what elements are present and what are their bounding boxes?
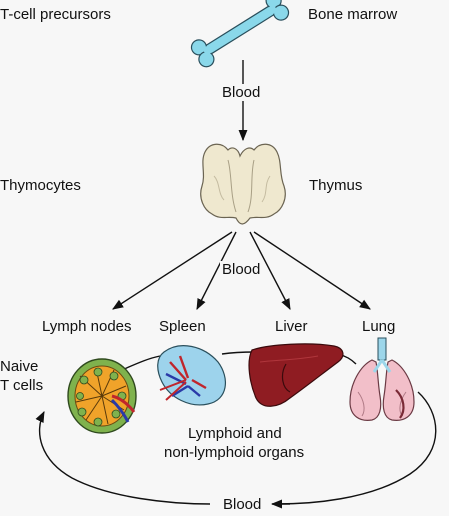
label-blood-bottom: Blood [221, 496, 264, 513]
label-naive-line1: Naive [0, 358, 39, 375]
label-spleen: Spleen [159, 318, 206, 335]
label-lung: Lung [362, 318, 396, 335]
lung-icon [349, 337, 415, 421]
label-tcell-precursors: T-cell precursors [0, 6, 111, 23]
arrow-thymus-to-lymph-nodes [112, 231, 233, 310]
bone-icon [190, 0, 290, 68]
label-thymocytes: Thymocytes [0, 177, 81, 194]
label-blood-top: Blood [220, 84, 263, 101]
lymph-node-icon [67, 358, 137, 434]
spleen-icon [157, 345, 226, 406]
label-bone-marrow: Bone marrow [308, 6, 398, 23]
recirculation-path [121, 351, 437, 505]
recirculation-path-left [35, 410, 211, 505]
liver-icon [248, 343, 344, 407]
arrow-thymus-to-spleen [196, 231, 237, 310]
label-organs-line2: non-lymphoid organs [164, 444, 305, 461]
label-thymus: Thymus [309, 177, 363, 194]
thymus-icon [200, 143, 286, 225]
label-blood-middle: Blood [220, 261, 263, 278]
label-naive-line2: T cells [0, 377, 44, 394]
label-liver: Liver [275, 318, 308, 335]
label-organs-line1: Lymphoid and [188, 425, 282, 442]
label-lymph-nodes: Lymph nodes [42, 318, 132, 335]
arrow-thymus-to-lung [253, 231, 371, 310]
arrow-thymus-to-liver [249, 231, 291, 310]
